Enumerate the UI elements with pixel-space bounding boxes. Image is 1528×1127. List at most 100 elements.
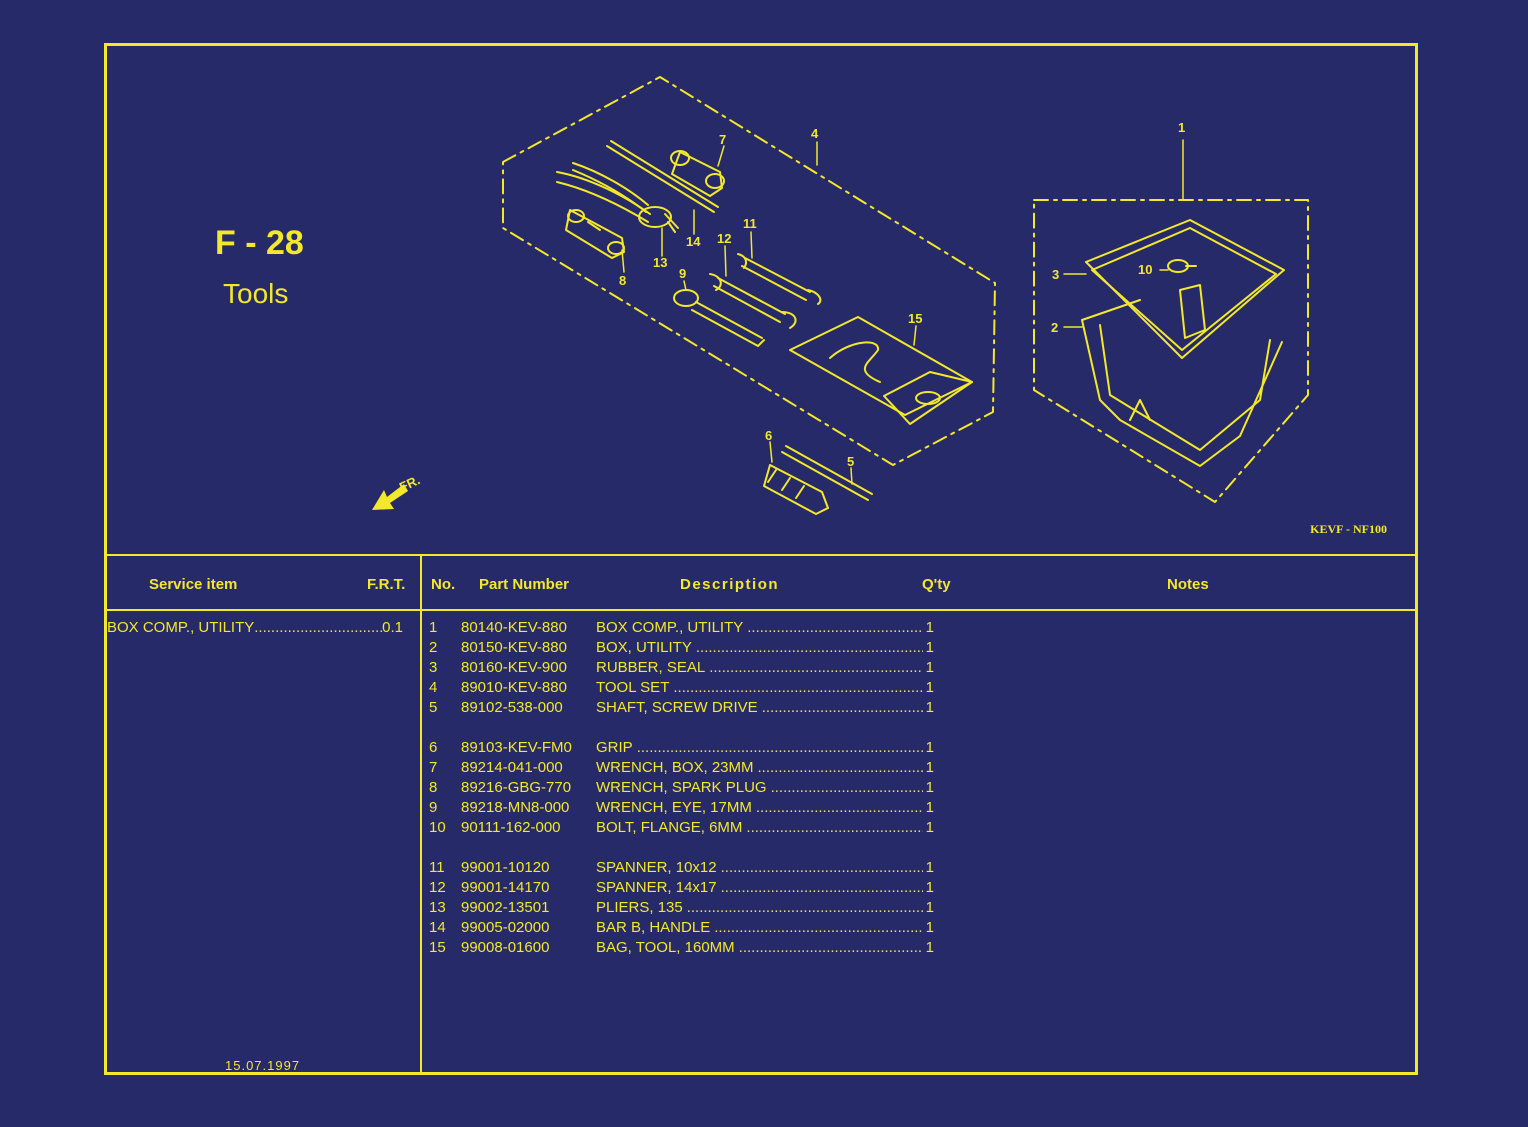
service-item-frt: 0.1 — [382, 619, 403, 636]
part-number: 99001-10120 — [461, 859, 550, 876]
part-number: 89010-KEV-880 — [461, 679, 567, 696]
part-number: 89103-KEV-FM0 — [461, 739, 572, 756]
callout-6: 6 — [765, 428, 772, 443]
part-description: SHAFT, SCREW DRIVE — [596, 699, 758, 716]
part-qty: 1 — [925, 919, 934, 936]
part-description-cell: BAR B, HANDLE...........................… — [596, 918, 934, 938]
part-description: SPANNER, 10x12 — [596, 859, 717, 876]
part-description-cell: RUBBER, SEAL............................… — [596, 658, 934, 678]
part-qty: 1 — [925, 679, 934, 696]
front-arrow-icon — [372, 484, 408, 510]
column-header-no: No. — [431, 576, 456, 593]
part-no: 14 — [429, 919, 446, 936]
part-no: 13 — [429, 899, 446, 916]
part-description-cell: WRENCH, BOX, 23MM.......................… — [596, 758, 934, 778]
column-header-frt: F.R.T. — [367, 576, 406, 593]
spark-plug-wrench-drawing — [565, 209, 625, 259]
part-no: 7 — [429, 759, 438, 776]
part-qty: 1 — [925, 739, 934, 756]
part-qty: 1 — [925, 619, 934, 636]
part-description: BAR B, HANDLE — [596, 919, 711, 936]
part-description-cell: SHAFT, SCREW DRIVE......................… — [596, 698, 934, 718]
part-no: 2 — [429, 639, 438, 656]
grip-drawing — [763, 464, 829, 515]
part-description: BOX, UTILITY — [596, 639, 692, 656]
part-description: BAG, TOOL, 160MM — [596, 939, 735, 956]
part-number: 89216-GBG-770 — [461, 779, 572, 796]
callout-5: 5 — [847, 454, 854, 469]
column-header-description: Description — [680, 576, 780, 593]
leader-dots: ........................................… — [714, 919, 923, 936]
part-description-cell: TOOL SET................................… — [596, 678, 934, 698]
column-header-part-number: Part Number — [479, 576, 570, 593]
page-code: F - 28 — [215, 224, 304, 262]
spanner-10x12-drawing — [737, 253, 822, 305]
part-description-cell: BOX COMP., UTILITY......................… — [596, 618, 934, 638]
part-qty: 1 — [925, 779, 934, 796]
callout-7: 7 — [719, 132, 726, 147]
part-no: 12 — [429, 879, 446, 896]
part-qty: 1 — [925, 639, 934, 656]
callout-12: 12 — [717, 231, 731, 246]
part-no: 6 — [429, 739, 438, 756]
part-qty: 1 — [925, 759, 934, 776]
leader-dots: ........................................… — [770, 779, 923, 796]
eye-wrench-drawing — [673, 289, 765, 347]
diagram-divider — [107, 554, 1415, 556]
callout-3: 3 — [1052, 267, 1059, 282]
part-no: 10 — [429, 819, 446, 836]
part-number: 99001-14170 — [461, 879, 550, 896]
callout-11: 11 — [743, 216, 757, 231]
service-item-row: BOX COMP., UTILITY .....................… — [107, 619, 403, 636]
part-no: 3 — [429, 659, 438, 676]
part-qty: 1 — [925, 939, 934, 956]
part-no: 15 — [429, 939, 446, 956]
part-description-cell: PLIERS, 135.............................… — [596, 898, 934, 918]
spanner-14x17-drawing — [709, 273, 797, 329]
part-qty: 1 — [925, 879, 934, 896]
leader-dots: ........................................… — [686, 899, 923, 916]
part-description-cell: WRENCH, SPARK PLUG......................… — [596, 778, 934, 798]
part-number: 80160-KEV-900 — [461, 659, 567, 676]
part-description: RUBBER, SEAL — [596, 659, 706, 676]
part-number: 89218-MN8-000 — [461, 799, 570, 816]
part-number: 89102-538-000 — [461, 699, 563, 716]
parts-sheet-frame: F - 28 Tools KEVF - NF100 Service item F… — [104, 43, 1418, 1075]
bolt-drawing — [1167, 259, 1197, 273]
callout-2: 2 — [1051, 320, 1058, 335]
part-description: SPANNER, 14x17 — [596, 879, 717, 896]
leader-dots: ........................................… — [746, 819, 922, 836]
page-title: Tools — [223, 278, 289, 309]
callout-10: 10 — [1138, 262, 1152, 277]
callout-15: 15 — [908, 311, 922, 326]
leader-dots: ........................................… — [695, 639, 923, 656]
part-qty: 1 — [925, 819, 934, 836]
leader-dots: ........................................… — [254, 619, 383, 636]
part-qty: 1 — [925, 859, 934, 876]
part-no: 1 — [429, 619, 438, 636]
leader-lines — [621, 139, 1184, 485]
part-description-cell: BOX, UTILITY............................… — [596, 638, 934, 658]
part-number: 99008-01600 — [461, 939, 550, 956]
drawing-reference: KEVF - NF100 — [1310, 522, 1387, 536]
callout-14: 14 — [686, 234, 701, 249]
part-description: WRENCH, SPARK PLUG — [596, 779, 767, 796]
part-description-cell: BOLT, FLANGE, 6MM.......................… — [596, 818, 934, 838]
part-description: GRIP — [596, 739, 633, 756]
callout-4: 4 — [811, 126, 819, 141]
part-description-cell: SPANNER, 14x17..........................… — [596, 878, 934, 898]
callout-13: 13 — [653, 255, 667, 270]
part-no: 5 — [429, 699, 438, 716]
column-divider — [420, 554, 422, 1072]
